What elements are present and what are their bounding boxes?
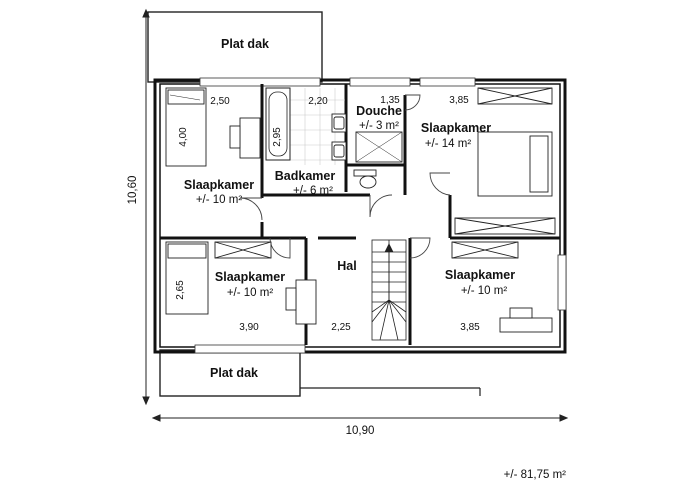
dim-bath-depth: 2,95	[272, 127, 283, 147]
sinks	[331, 113, 347, 161]
toilet	[353, 169, 377, 189]
desk-sw	[285, 279, 317, 325]
total-area: +/- 81,75 m²	[504, 469, 566, 481]
dim-sw-depth: 2,65	[175, 280, 186, 300]
dim-ne-width: 3,85	[449, 95, 469, 106]
overall-width-dimension-line	[151, 414, 569, 422]
room-area-bedroom-se: +/- 10 m²	[461, 285, 508, 297]
dim-nw-width: 2,50	[210, 96, 230, 107]
room-area-bedroom-ne: +/- 14 m²	[425, 138, 472, 150]
flat-roof-bottom	[159, 349, 301, 397]
room-area-bedroom-sw: +/- 10 m²	[227, 287, 274, 299]
desk-nw	[229, 117, 261, 159]
room-name-bedroom-nw: Slaapkamer	[184, 178, 254, 192]
room-name-bedroom-ne: Slaapkamer	[421, 121, 491, 135]
room-name-shower: Douche	[356, 104, 402, 118]
flat-roof-top-label: Plat dak	[221, 37, 269, 51]
room-area-bedroom-nw: +/- 10 m²	[196, 194, 243, 206]
wardrobe-ne	[477, 87, 553, 105]
dim-overall-width: 10,90	[346, 425, 375, 437]
bed-nw	[165, 87, 207, 167]
desk-se	[499, 307, 553, 333]
room-area-shower: +/- 3 m²	[359, 120, 399, 132]
flat-roof-bottom-label: Plat dak	[210, 366, 258, 380]
overall-height-dimension-line	[142, 8, 150, 406]
outer-walls	[153, 77, 567, 354]
wardrobe-se	[451, 241, 519, 259]
staircase	[371, 239, 407, 341]
wardrobe-sw	[214, 241, 272, 259]
bed-ne	[477, 131, 553, 197]
dim-overall-height: 10,60	[127, 176, 139, 205]
dim-se-width: 3,85	[460, 322, 480, 333]
wardrobe-ne-bottom	[454, 217, 556, 235]
dim-nw-depth: 4,00	[178, 127, 189, 147]
flat-roof-top	[147, 11, 323, 83]
room-name-bedroom-se: Slaapkamer	[445, 268, 515, 282]
shower-tray	[355, 131, 403, 163]
dim-sw-width: 3,90	[239, 322, 259, 333]
room-name-bedroom-sw: Slaapkamer	[215, 270, 285, 284]
dim-shower-width: 1,35	[380, 95, 400, 106]
dim-hall-width: 2,25	[331, 322, 351, 333]
bed-sw	[165, 241, 209, 315]
doors	[239, 94, 451, 259]
room-name-bathroom: Badkamer	[275, 169, 336, 183]
interior-walls	[160, 84, 560, 345]
dim-bath-width: 2,20	[308, 96, 328, 107]
bathtub	[265, 87, 291, 161]
room-area-bathroom: +/- 6 m²	[293, 185, 333, 197]
room-name-hall: Hal	[337, 259, 356, 273]
